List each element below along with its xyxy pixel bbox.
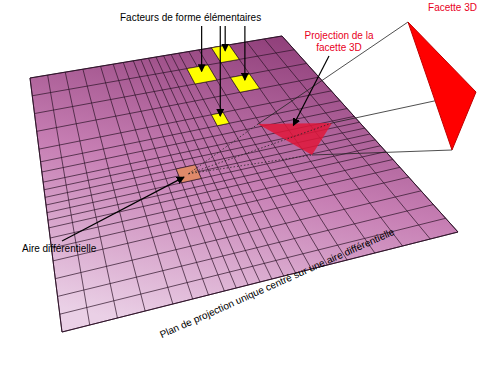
grid-line [48,146,381,220]
projection-ray [312,150,452,155]
grid-line [62,232,458,332]
projection-ray [189,123,332,174]
grid-line [50,159,393,238]
projection-plane [30,36,458,332]
grid-line [179,53,296,273]
leader-line [244,26,245,80]
leader-line [220,26,221,116]
leader-line [62,177,184,241]
grid-line [49,152,386,228]
projection-ray [189,124,258,174]
cells [176,45,260,183]
grid-line [189,52,312,269]
leader-line [293,56,329,125]
grid-line [58,205,434,297]
grid-line [164,56,272,279]
label: Projection de la facette 3D [300,30,378,54]
grid-line [211,48,347,260]
grid-line [51,167,399,248]
grid-line [171,54,284,276]
grid-line [229,45,375,253]
facet-3d [408,22,476,150]
grid-line [55,191,421,279]
label: Facteurs de forme élémentaires [120,12,261,24]
leader-line [201,26,202,71]
grid [30,36,458,332]
grid-line [47,140,375,213]
leader-lines [62,26,329,241]
projection-ray [189,155,312,174]
projection-ray [258,22,408,124]
facet-projection [258,123,332,155]
label: Aire différentielle [22,243,96,255]
grid-line [46,134,370,205]
projection-rays [189,22,476,174]
label: Facette 3D [428,2,477,14]
leader-line [225,26,226,51]
